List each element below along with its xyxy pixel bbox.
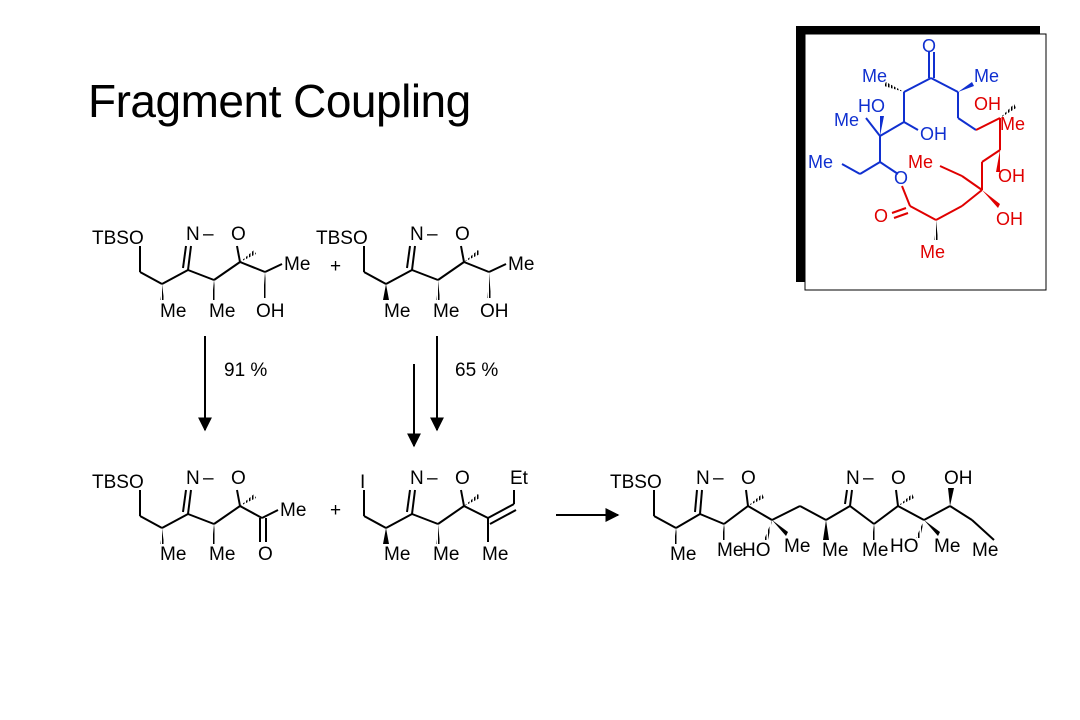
e-ho-1: HO	[742, 540, 771, 561]
a-oh: OH	[256, 301, 285, 322]
b-tbso: TBSO	[316, 228, 368, 249]
yield-right: 65 %	[455, 360, 498, 381]
reaction-arrows	[198, 336, 620, 522]
wedge-bond	[958, 82, 974, 92]
a-me-2: Me	[209, 301, 235, 322]
d-me-1: Me	[384, 544, 410, 565]
e-me-3: Me	[784, 536, 810, 557]
macro-oh-2: OH	[974, 94, 1001, 114]
b-n: N	[410, 224, 424, 245]
e-n-2: N	[846, 468, 860, 489]
wedge-bond	[982, 190, 1000, 208]
d-n: N	[410, 468, 424, 489]
hash-bond	[934, 220, 938, 240]
e-o-1: O	[741, 468, 756, 489]
macro-me-3: Me	[834, 110, 859, 130]
c-me-3: Me	[280, 500, 306, 521]
plus-top: +	[330, 256, 341, 277]
d-o: O	[455, 468, 470, 489]
e-me-2: Me	[717, 540, 743, 561]
macro-me-6: Me	[908, 152, 933, 172]
macrolide-red-bonds	[891, 117, 1001, 221]
slide-title: Fragment Coupling	[88, 75, 471, 127]
e-oh: OH	[944, 468, 973, 489]
macrolide-blue-bonds	[841, 52, 977, 175]
e-o-2: O	[891, 468, 906, 489]
d-i: I	[360, 472, 365, 493]
c-me-1: Me	[160, 544, 186, 565]
coupled-product: TBSO N – O Me Me HO Me Me N – O Me HO Me…	[610, 468, 998, 565]
hash-bond	[1000, 104, 1016, 118]
iodide-fragment: I N – O Et Me Me Me	[360, 468, 529, 565]
a-n: N	[186, 224, 200, 245]
macro-me-1: Me	[862, 66, 887, 86]
e-me-4: Me	[822, 540, 848, 561]
b-me-2: Me	[433, 301, 459, 322]
macro-o-ketone: O	[922, 36, 936, 56]
isoxazoline-b: TBSO N – O Me Me OH Me	[316, 224, 534, 322]
c-o: O	[231, 468, 246, 489]
macro-me-4: Me	[808, 152, 833, 172]
d-et: Et	[510, 468, 529, 489]
hash-bond	[884, 82, 904, 92]
c-tbso: TBSO	[92, 472, 144, 493]
b-oh: OH	[480, 301, 509, 322]
e-dash-2: –	[863, 468, 874, 489]
macro-me-5: Me	[1000, 114, 1025, 134]
macro-oh-4: OH	[996, 209, 1023, 229]
c-n: N	[186, 468, 200, 489]
a-me-3: Me	[284, 254, 310, 275]
macro-oh-1: OH	[920, 124, 947, 144]
macro-oh-3: OH	[998, 166, 1025, 186]
b-me-1: Me	[384, 301, 410, 322]
e-me-7: Me	[972, 540, 998, 561]
b-dash: –	[427, 224, 438, 245]
e-ho-2: HO	[890, 536, 919, 557]
wedge-bond	[996, 150, 1000, 172]
a-tbso: TBSO	[92, 228, 144, 249]
d-me-3: Me	[482, 544, 508, 565]
macrolide-inset: O Me Me HO Me OH Me O	[796, 26, 1047, 291]
e-dash-1: –	[713, 468, 724, 489]
d-dash: –	[427, 468, 438, 489]
isoxazoline-a: TBSO N – O Me Me OH Me	[92, 224, 310, 322]
macro-ho: HO	[858, 96, 885, 116]
ketone-fragment: TBSO N – O Me Me O Me	[92, 468, 306, 565]
macro-o-ring: O	[894, 168, 908, 188]
c-o-ketone: O	[258, 544, 273, 565]
d-me-2: Me	[433, 544, 459, 565]
e-tbso: TBSO	[610, 472, 662, 493]
a-dash: –	[203, 224, 214, 245]
wedge-bond	[880, 116, 884, 136]
macro-me-2: Me	[974, 66, 999, 86]
macro-o-carbonyl: O	[874, 206, 888, 226]
b-me-3: Me	[508, 254, 534, 275]
yield-left: 91 %	[224, 360, 267, 381]
e-me-5: Me	[862, 540, 888, 561]
c-me-2: Me	[209, 544, 235, 565]
e-n-1: N	[696, 468, 710, 489]
c-dash: –	[203, 468, 214, 489]
e-me-1: Me	[670, 544, 696, 565]
macro-me-7: Me	[920, 242, 945, 262]
b-o: O	[455, 224, 470, 245]
a-o: O	[231, 224, 246, 245]
e-me-6: Me	[934, 536, 960, 557]
a-me-1: Me	[160, 301, 186, 322]
plus-bottom: +	[330, 500, 341, 521]
